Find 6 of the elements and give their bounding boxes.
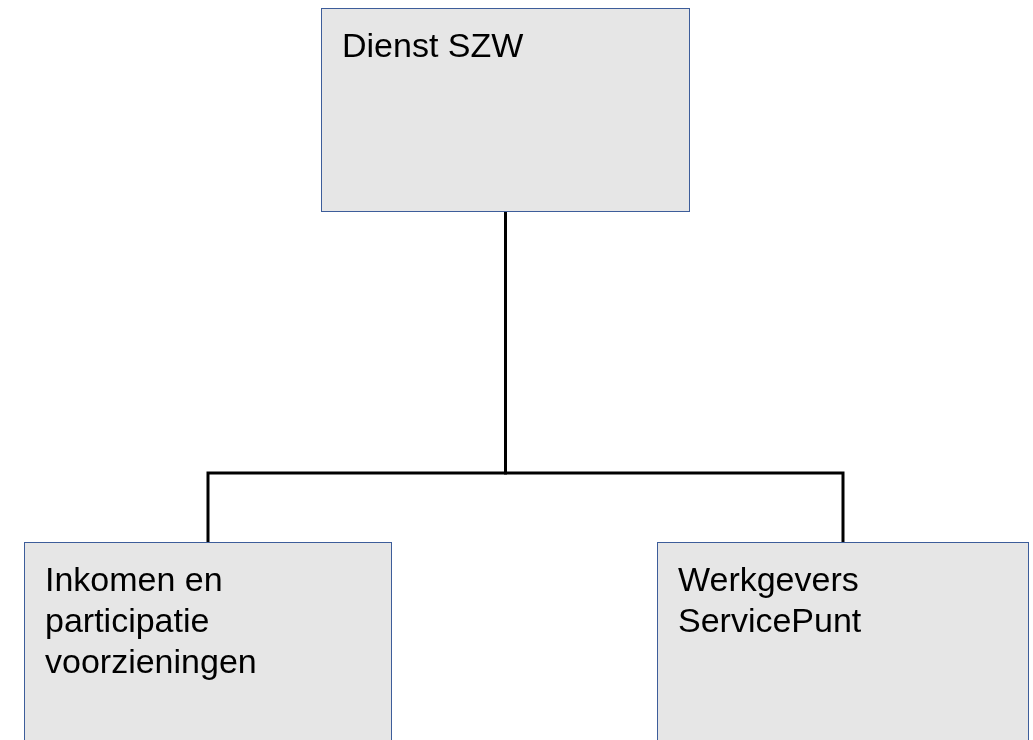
org-box: [657, 542, 1029, 740]
org-box: [24, 542, 392, 740]
org-box: [321, 8, 690, 212]
box-label: Werkgevers ServicePunt: [678, 559, 863, 641]
box-label: Dienst SZW: [342, 25, 525, 66]
box-label: Inkomen en participatie voorzieningen: [45, 559, 258, 682]
